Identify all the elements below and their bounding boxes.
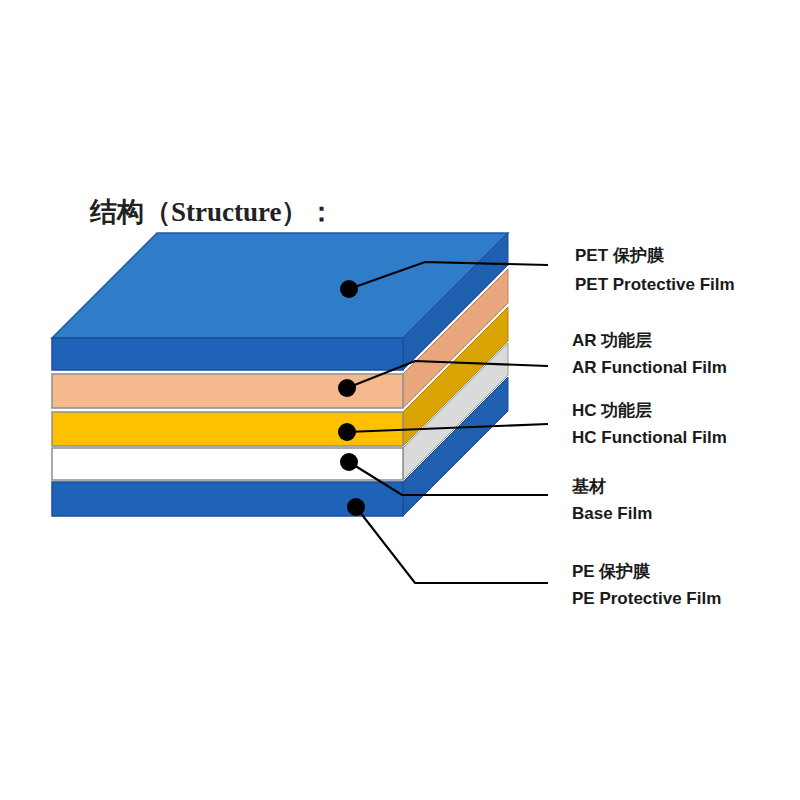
leader-line	[347, 424, 548, 432]
leader-line	[349, 262, 548, 289]
leader-lines	[347, 262, 548, 583]
label-text: PE Protective Film	[572, 589, 721, 608]
label-text: 基材	[572, 477, 606, 496]
label-text: PET Protective Film	[575, 275, 735, 294]
leader-dot	[347, 498, 365, 516]
callout-label: 基材	[572, 475, 606, 498]
leader-dot	[340, 280, 358, 298]
hc-layer	[52, 412, 403, 446]
callout-label: PET 保护膜	[575, 244, 664, 267]
callout-label: Base Film	[572, 504, 652, 524]
label-text: HC 功能层	[572, 401, 652, 420]
label-text: AR 功能层	[572, 331, 652, 350]
title-text: 结构（Structure）：	[90, 197, 335, 227]
label-text: HC Functional Film	[572, 428, 727, 447]
callout-label: PET Protective Film	[575, 275, 735, 295]
callout-label: PE Protective Film	[572, 589, 721, 609]
label-text: Base Film	[572, 504, 652, 523]
leader-line	[349, 462, 548, 495]
pe-layer	[52, 482, 403, 516]
base-layer	[52, 448, 403, 480]
leader-dot	[338, 379, 356, 397]
ar-layer	[52, 374, 403, 408]
callout-label: HC 功能层	[572, 399, 652, 422]
leader-dot	[340, 453, 358, 471]
leader-line	[356, 507, 548, 583]
callout-label: HC Functional Film	[572, 428, 727, 448]
label-text: PE 保护膜	[572, 562, 650, 581]
diagram-title: 结构（Structure）：	[90, 194, 335, 230]
label-text: AR Functional Film	[572, 358, 727, 377]
label-text: PET 保护膜	[575, 246, 664, 265]
callout-label: AR 功能层	[572, 329, 652, 352]
leader-line	[347, 361, 548, 388]
pet-layer	[52, 338, 403, 370]
leader-dots	[338, 280, 365, 516]
callout-label: AR Functional Film	[572, 358, 727, 378]
callout-label: PE 保护膜	[572, 560, 650, 583]
leader-dot	[338, 423, 356, 441]
